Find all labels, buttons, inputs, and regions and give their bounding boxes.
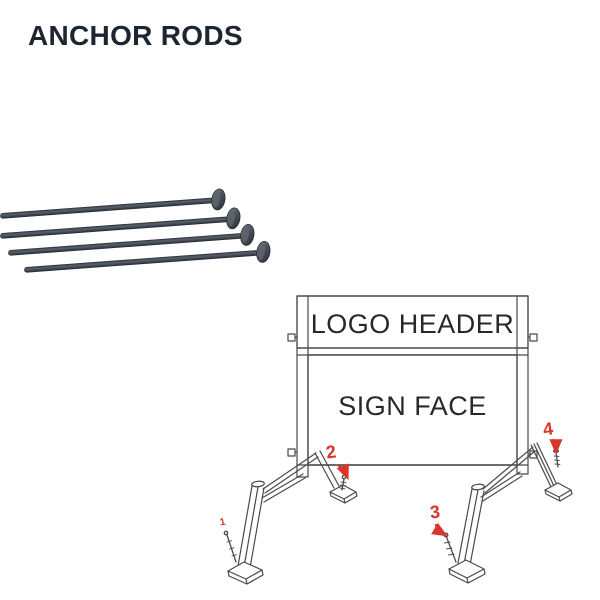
diagram-anchor-rod-1 <box>223 530 237 563</box>
callout-arrow-2 <box>336 463 349 481</box>
callout-number-3: 3 <box>428 501 442 523</box>
anchor-rod-2-image <box>0 207 241 239</box>
right-braces <box>480 446 536 502</box>
diagram-anchor-rod-4 <box>552 449 561 468</box>
page-title: ANCHOR RODS <box>28 20 243 51</box>
left-rear-leg <box>314 450 340 489</box>
logo-header-panel <box>296 295 529 349</box>
logo-header-label: LOGO HEADER <box>310 308 515 339</box>
diagram-anchor-rod-3 <box>443 532 457 563</box>
callout-arrow-3 <box>431 522 448 537</box>
anchor-rod-3-image <box>7 224 255 256</box>
callout-arrows <box>336 438 563 537</box>
anchor-rods-photo <box>0 188 271 273</box>
callout-arrow-4 <box>549 438 563 455</box>
left-braces <box>261 452 319 503</box>
left-front-leg <box>237 480 265 569</box>
foot-plates <box>227 482 573 585</box>
right-front-leg <box>457 483 485 566</box>
anchor-rod-4-image <box>23 241 271 273</box>
sign-stand-diagram <box>223 295 573 585</box>
sign-face-label: SIGN FACE <box>338 390 487 421</box>
anchor-rod-1-image <box>0 188 226 219</box>
right-rear-leg <box>530 442 558 488</box>
callout-number-1: 1 <box>219 516 227 529</box>
sign-face-panel <box>307 354 518 466</box>
